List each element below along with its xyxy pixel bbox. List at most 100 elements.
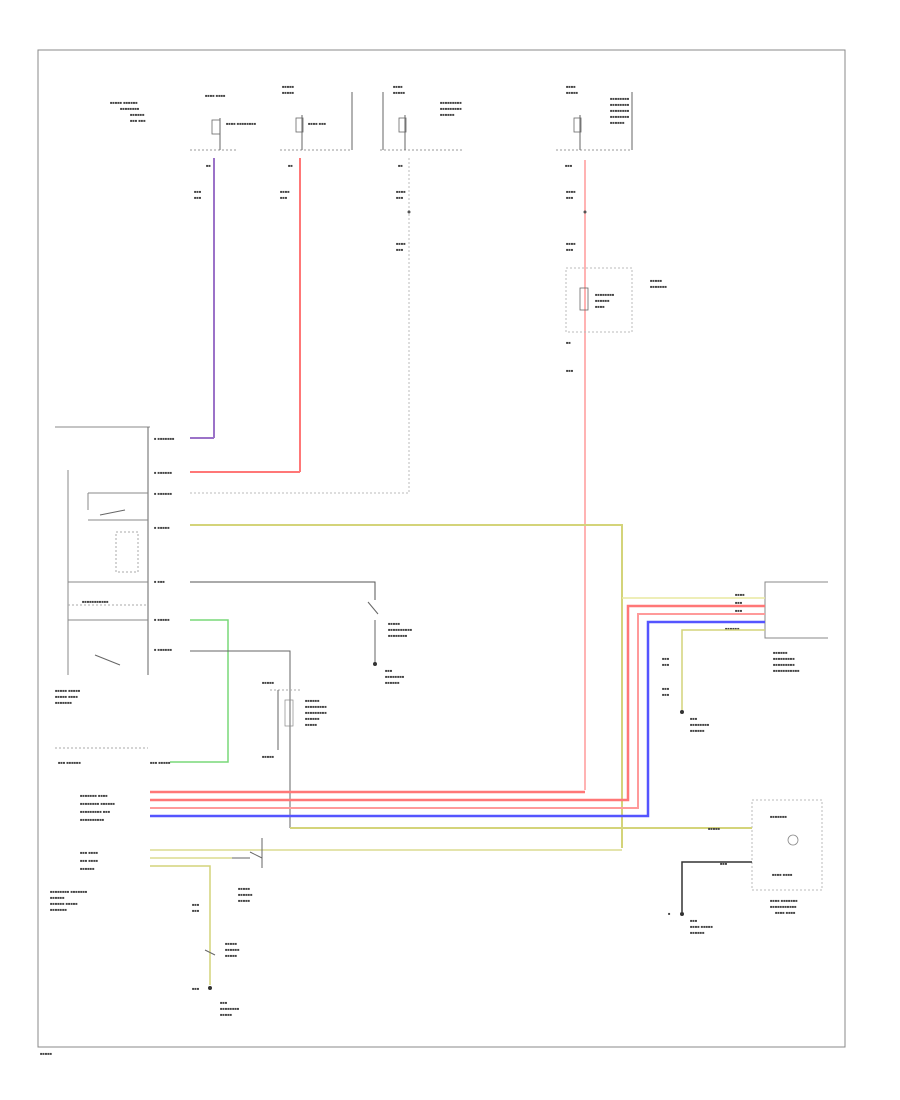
svg-text:■■■■■■■■■: ■■■■■■■■■ (773, 662, 795, 667)
svg-text:■■■■■: ■■■■■ (393, 90, 406, 95)
wire-yellow-ecm-3 (150, 865, 211, 985)
svg-text:■■■■■■: ■■■■■■ (305, 716, 320, 721)
svg-text:■■■: ■■■ (690, 918, 698, 923)
svg-text:■■■■■■■■: ■■■■■■■■ (595, 292, 615, 297)
svg-text:■■: ■■ (398, 163, 403, 168)
svg-text:■■■: ■■■ (735, 600, 743, 605)
svg-text:■■■■■■■■: ■■■■■■■■ (385, 674, 405, 679)
svg-text:■■■■■■■■■■■: ■■■■■■■■■■■ (82, 599, 109, 604)
svg-text:■■■■■■■■■: ■■■■■■■■■ (773, 656, 795, 661)
svg-text:■■■■ ■■■■: ■■■■ ■■■■ (775, 910, 796, 915)
svg-text:■■■■■■■: ■■■■■■■ (55, 700, 72, 705)
svg-text:■■■: ■■■ (662, 662, 670, 667)
svg-text:■■■■■■: ■■■■■■ (385, 680, 400, 685)
svg-text:■■■■■■■■ ■■■■■■■: ■■■■■■■■ ■■■■■■■ (50, 889, 88, 894)
svg-text:■■■■: ■■■■ (566, 84, 576, 89)
svg-text:■■■■■■■■■: ■■■■■■■■■ (440, 106, 462, 111)
svg-text:■■: ■■ (288, 163, 293, 168)
svg-text:■■■: ■■■ (192, 902, 200, 907)
svg-text:■■■■■■ ■■■■■: ■■■■■■ ■■■■■ (50, 901, 78, 906)
fuel-pump: ■■■■■■■ ■■■■ ■■■■ ■■■■ ■■■■■■■ ■■■■■■■■■… (751, 799, 823, 915)
svg-text:■■■■■■: ■■■■■■ (773, 650, 788, 655)
svg-text:■■■: ■■■ (220, 1000, 228, 1005)
svg-text:■■■■■■■■■■■: ■■■■■■■■■■■ (770, 904, 797, 909)
svg-text:■■■■■■■■■: ■■■■■■■■■ (440, 100, 462, 105)
svg-text:■■■■■: ■■■■■ (566, 90, 579, 95)
svg-text:■■■■ ■■■■■■■■: ■■■■ ■■■■■■■■ (226, 121, 257, 126)
svg-text:■■■■■■■■■: ■■■■■■■■■ (305, 704, 327, 709)
switch-ground-1: ■■■■■ ■■■■■■■■■■ ■■■■■■■■ ■■■ ■■■■■■■■ ■… (367, 601, 413, 685)
fuse-box-2: ■■■■■ ■■■■■ ■■■■ ■■■ ■■ (280, 84, 353, 168)
svg-text:■■■■■■■■: ■■■■■■■■ (690, 722, 710, 727)
diagram-frame (37, 49, 846, 1048)
wire-green-fuel-cutoff (170, 619, 229, 763)
svg-text:■■■■■■■■■■: ■■■■■■■■■■ (80, 817, 105, 822)
svg-text:■■■■■■: ■■■■■■ (725, 626, 740, 631)
svg-text:■■■■■■: ■■■■■■ (690, 728, 705, 733)
svg-text:■■■■■: ■■■■■ (708, 826, 721, 831)
wire-black-relay-switch (190, 581, 376, 600)
svg-text:■■■■■: ■■■■■ (238, 886, 251, 891)
svg-text:■■■■■: ■■■■■ (388, 621, 401, 626)
svg-text:■■■: ■■■ (735, 608, 743, 613)
svg-text:■■■: ■■■ (280, 195, 288, 200)
svg-text:■■■ ■■■■: ■■■ ■■■■ (80, 850, 99, 855)
svg-text:■■■■: ■■■■ (566, 189, 576, 194)
svg-text:■■■■■■: ■■■■■■ (610, 120, 625, 125)
wire-blue-ecu (150, 620, 765, 818)
fuse-box-3: ■■■■ ■■■■■ ■■■■■■■■■ ■■■■■■■■■ ■■■■■■ ■■ (380, 84, 462, 168)
footer-code: ■■■■■ (40, 1051, 53, 1056)
svg-text:■■■: ■■■ (396, 247, 404, 252)
svg-text:■■■■ ■■■■■: ■■■■ ■■■■■ (690, 924, 713, 929)
svg-text:■■■■■■■: ■■■■■■■ (770, 814, 787, 819)
svg-text:■■■: ■■■ (565, 163, 573, 168)
svg-text:■■■■■: ■■■■■ (238, 898, 251, 903)
svg-text:■■■■■: ■■■■■ (262, 680, 275, 685)
svg-text:■ ■■■■■■■: ■ ■■■■■■■ (154, 436, 175, 441)
svg-text:■■■■■■■■ ■■■■■■: ■■■■■■■■ ■■■■■■ (80, 801, 116, 806)
wire-yellow-main (190, 524, 623, 848)
wire-yellow-ground-ecu (681, 629, 765, 710)
svg-text:■■■■■■: ■■■■■■ (238, 892, 253, 897)
svg-text:■■■■■■: ■■■■■■ (305, 698, 320, 703)
resistor-box: ■■■■■■■■ ■■■■■■ ■■■■ ■■■■■ ■■■■■■■ ■■ ■■… (565, 267, 667, 373)
svg-text:■■■■■■■■: ■■■■■■■■ (610, 108, 630, 113)
svg-text:■■■■ ■■■■■■■: ■■■■ ■■■■■■■ (770, 898, 798, 903)
svg-text:■■■■■: ■■■■■ (225, 941, 238, 946)
svg-text:■■■■■ ■■■■: ■■■■■ ■■■■ (55, 694, 78, 699)
svg-text:■■■■■■■ ■■■■: ■■■■■■■ ■■■■ (80, 793, 108, 798)
svg-text:■■■■: ■■■■ (280, 189, 290, 194)
svg-text:■■■■■: ■■■■■ (305, 722, 318, 727)
svg-text:■■■: ■■■ (662, 692, 670, 697)
main-relay-block: ■■■■■■■■■■■ ■■■■■ ■■■■■ ■■■■■ ■■■■ ■■■■■… (55, 426, 175, 705)
svg-text:■■■ ■■■■: ■■■ ■■■■ (80, 858, 99, 863)
svg-text:■■■: ■■■ (566, 195, 574, 200)
svg-text:■■■■■■: ■■■■■■ (225, 947, 240, 952)
svg-text:■■■: ■■■ (192, 986, 200, 991)
svg-text:■■■ ■■■■■■: ■■■ ■■■■■■ (58, 760, 81, 765)
engine-control-module: ■■■■■■■ ■■■■ ■■■■■■■■ ■■■■■■ ■■■■■■■■■ ■… (50, 793, 116, 912)
svg-text:■■: ■■ (566, 340, 571, 345)
inertia-switch: ■■■■■ ■■■■■■ ■■■■■■■■■ ■■■■■■■■■ ■■■■■■ … (262, 680, 327, 759)
svg-text:■■■■■■■: ■■■■■■■ (650, 284, 667, 289)
svg-text:■ ■■■■■■: ■ ■■■■■■ (154, 491, 173, 496)
svg-text:■■■■■■■■■ ■■■: ■■■■■■■■■ ■■■ (80, 809, 111, 814)
svg-text:■■■: ■■■ (192, 908, 200, 913)
svg-text:■■■ ■■■: ■■■ ■■■ (130, 118, 146, 123)
svg-text:■ ■■■: ■ ■■■ (154, 579, 165, 584)
svg-text:■■■■■■: ■■■■■■ (440, 112, 455, 117)
svg-text:■■: ■■ (206, 163, 211, 168)
svg-text:■■■■■■■■■: ■■■■■■■■■ (305, 710, 327, 715)
svg-text:■■■■■■■■: ■■■■■■■■ (610, 96, 630, 101)
svg-text:■■■■■■■■: ■■■■■■■■ (610, 114, 630, 119)
svg-text:■■■■■■■■: ■■■■■■■■ (120, 106, 140, 111)
svg-text:■■■■■■■■■■: ■■■■■■■■■■ (388, 627, 413, 632)
svg-text:■■■■■: ■■■■■ (225, 953, 238, 958)
svg-text:■■■: ■■■ (194, 195, 202, 200)
svg-text:■■■■■■: ■■■■■■ (130, 112, 145, 117)
svg-text:■■■: ■■■ (396, 195, 404, 200)
fuse-box-4: ■■■■ ■■■■■ ■■■■■■■■ ■■■■■■■■ ■■■■■■■■ ■■… (556, 84, 633, 168)
svg-text:■ ■■■■■■: ■ ■■■■■■ (154, 647, 173, 652)
svg-text:■ ■■■■■■: ■ ■■■■■■ (154, 470, 173, 475)
svg-text:■■■■■ ■■■■■■: ■■■■■ ■■■■■■ (110, 100, 138, 105)
